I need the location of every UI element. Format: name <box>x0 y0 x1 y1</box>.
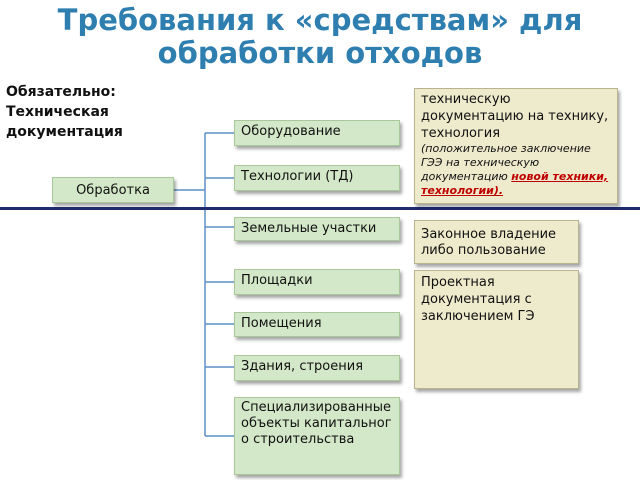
info-box-legal-ownership: Законное владение либо пользование <box>414 220 579 264</box>
info-box-project-doc: Проектная документация с заключением ГЭ <box>414 270 579 389</box>
project-doc-text: Проектная документация с заключением ГЭ <box>421 275 535 324</box>
item-technologies: Технологии (ТД) <box>234 165 400 191</box>
item-buildings: Здания, строения <box>234 355 400 381</box>
note-line-2: Техническая <box>6 104 109 120</box>
tech-doc-italic-red: новой техники, технологии). <box>421 170 609 197</box>
mandatory-note: Обязательно: Техническая документация <box>6 82 176 142</box>
item-label: Площадки <box>241 273 313 288</box>
root-label: Обработка <box>76 183 150 198</box>
note-line-1: Обязательно: <box>6 84 116 100</box>
item-label: Оборудование <box>241 124 341 139</box>
note-line-3: документация <box>6 124 123 140</box>
info-box-tech-doc: техническую документацию на технику, тех… <box>414 88 618 204</box>
tech-doc-italic: (положительное заключение ГЭЭ на техниче… <box>421 142 611 198</box>
item-label: Здания, строения <box>241 359 364 374</box>
item-label: Специализированные объекты капитального … <box>241 400 392 447</box>
tech-doc-italic-a: (положительное заключение ГЭЭ на техниче… <box>421 142 591 183</box>
item-sites: Площадки <box>234 269 400 295</box>
item-equipment: Оборудование <box>234 120 400 146</box>
legal-ownership-line-1: Законное владение <box>421 227 557 242</box>
item-label: Земельные участки <box>241 221 377 236</box>
item-land-plots: Земельные участки <box>234 217 400 241</box>
page-title: Требования к «средствам» для обработки о… <box>0 4 640 70</box>
tech-doc-text: техническую документацию на технику, тех… <box>421 92 609 141</box>
item-special-objects: Специализированные объекты капитального … <box>234 397 400 475</box>
item-label: Технологии (ТД) <box>241 169 354 184</box>
title-line-2: обработки отходов <box>157 36 483 70</box>
divider-line <box>0 207 640 210</box>
title-line-1: Требования к «средствам» для <box>57 3 583 37</box>
root-node-processing: Обработка <box>52 177 174 203</box>
item-label: Помещения <box>241 316 322 331</box>
legal-ownership-line-2: либо пользование <box>421 243 546 258</box>
item-premises: Помещения <box>234 312 400 337</box>
